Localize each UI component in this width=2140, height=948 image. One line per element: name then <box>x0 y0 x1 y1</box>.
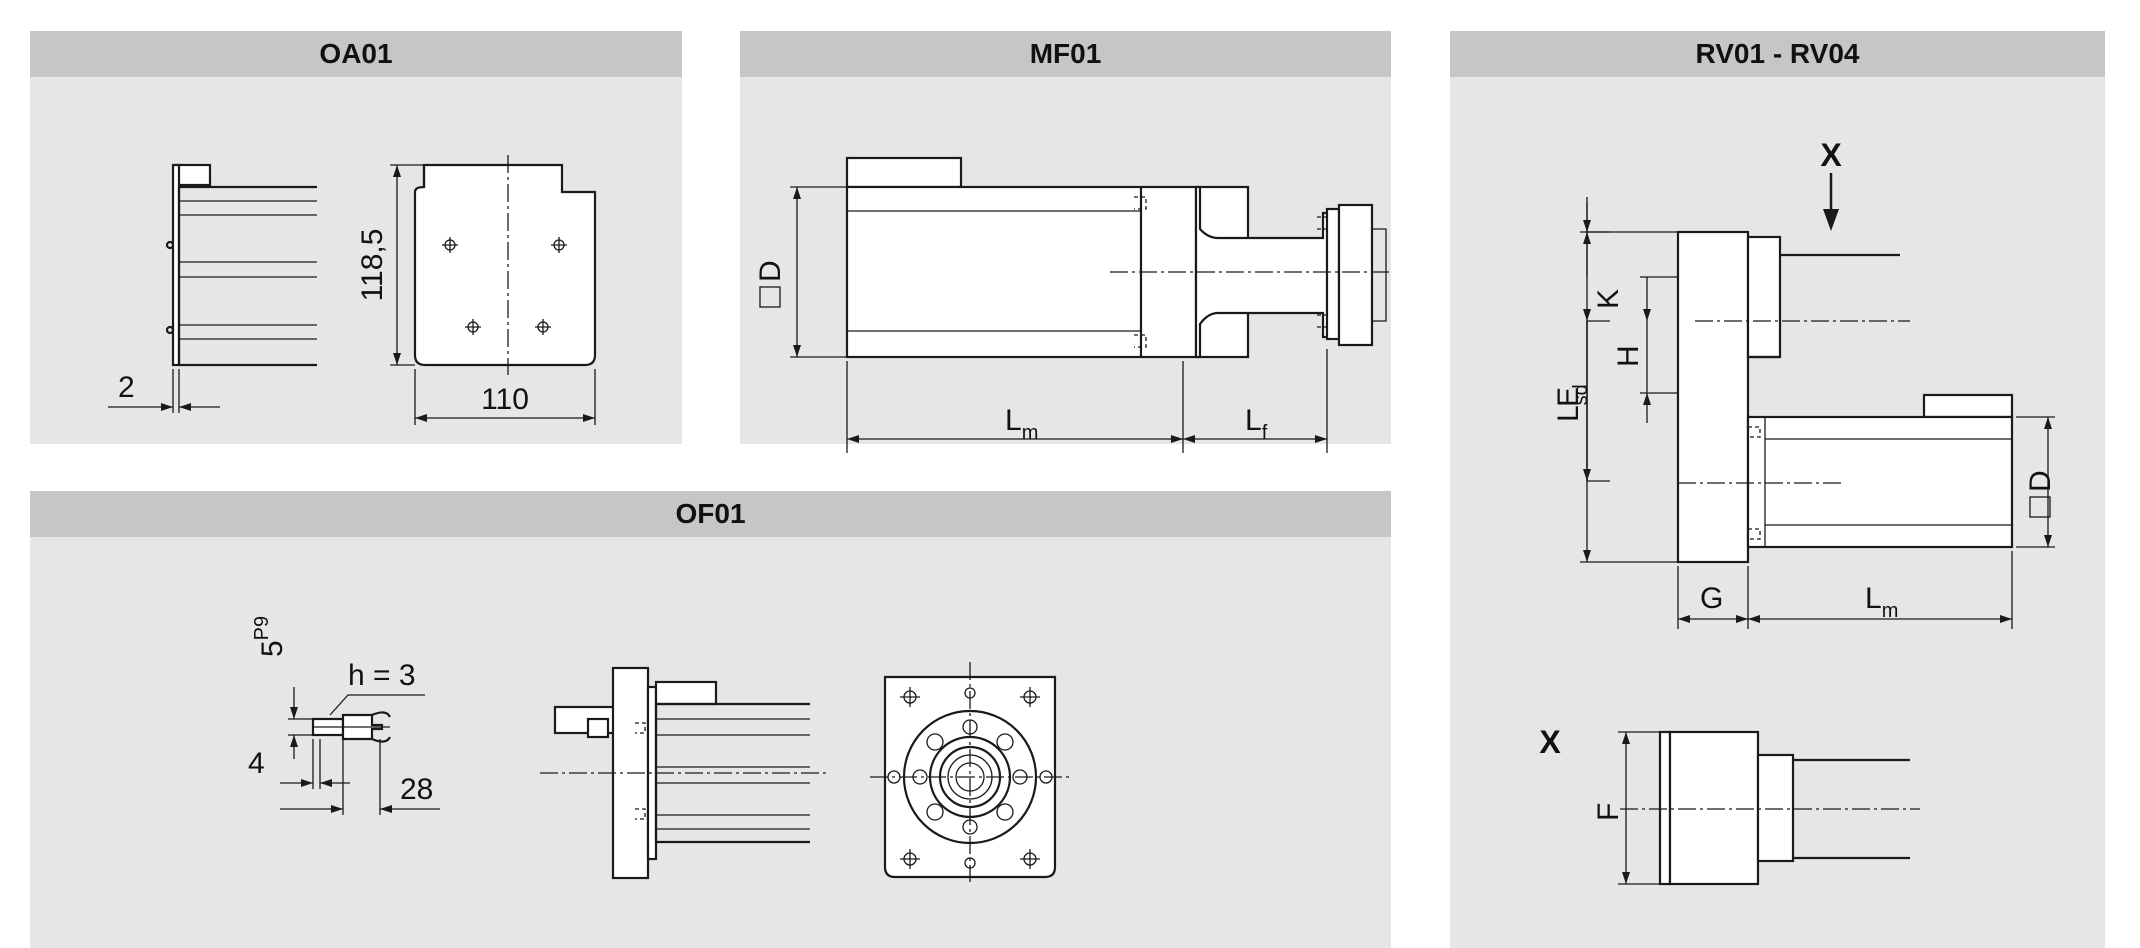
rv-square-d-label: D <box>2024 470 2057 492</box>
mf01-flange-length-label: Lf <box>1245 404 1268 444</box>
oa01-side-view <box>165 163 317 367</box>
of01-key-detail: h = 3 5P9 4 28 <box>248 616 440 815</box>
oa01-height-label: 118,5 <box>356 229 389 302</box>
rv-h-label: H <box>1612 345 1645 367</box>
rv-f-label: F <box>1592 803 1625 821</box>
rv-lm-label: Lm <box>1865 582 1898 622</box>
mf01-dimensions: D Lm Lf <box>754 186 1328 453</box>
panel-title-rv01-rv04: RV01 - RV04 <box>1450 31 2105 77</box>
oa01-dimensions: 2 118,5 110 <box>108 164 596 425</box>
of01-key-width-label: 5P9 <box>251 616 289 657</box>
oa01-width-label: 110 <box>481 383 529 416</box>
panel-mf01: MF01 D Lm Lf <box>740 31 1391 453</box>
rv-view-direction: X <box>1820 137 1842 231</box>
panel-oa01: OA01 2 118,5 <box>30 31 682 444</box>
mf01-motor-length-label: Lm <box>1005 404 1038 444</box>
drawing-rv01-rv04: X Lsd K E H <box>1539 137 2057 886</box>
rv-g-label: G <box>1700 582 1723 615</box>
rv-e-label: E <box>1552 387 1585 407</box>
mf01-square-d-label: D <box>754 260 787 282</box>
panel-title-mf01: MF01 <box>740 31 1391 77</box>
rv-view-x-label: X <box>1539 724 1561 760</box>
oa01-thickness-label: 2 <box>118 371 135 404</box>
panel-rv01-rv04: RV01 - RV04 X Lsd K E <box>1450 31 2105 948</box>
rv-dimensions: Lsd K E H G Lm D <box>1552 197 2057 629</box>
oa01-front-view <box>413 155 597 375</box>
mf01-motor-body <box>845 156 1250 359</box>
panel-of01: OF01 h = 3 5P9 4 28 <box>30 491 1391 948</box>
rv-view-x-marker: X <box>1820 137 1842 173</box>
drawing-oa01: 2 118,5 110 <box>108 155 597 425</box>
of01-shaft-length-label: 28 <box>400 773 433 806</box>
drawing-of01: h = 3 5P9 4 28 <box>248 616 1070 882</box>
of01-key-offset-label: 4 <box>248 747 265 780</box>
of01-bolt-holes <box>887 687 1053 869</box>
mf01-flange <box>1110 185 1391 359</box>
rv-k-label: K <box>1592 289 1625 309</box>
rv-view-x: X F <box>1539 724 1920 886</box>
rv-side-view <box>1676 230 2014 564</box>
of01-front-view <box>870 662 1070 882</box>
panel-title-of01: OF01 <box>30 491 1391 537</box>
panel-title-oa01: OA01 <box>30 31 682 77</box>
drawing-mf01: D Lm Lf <box>754 156 1391 453</box>
of01-key-height-label: h = 3 <box>348 659 416 692</box>
of01-side-view <box>540 666 830 880</box>
